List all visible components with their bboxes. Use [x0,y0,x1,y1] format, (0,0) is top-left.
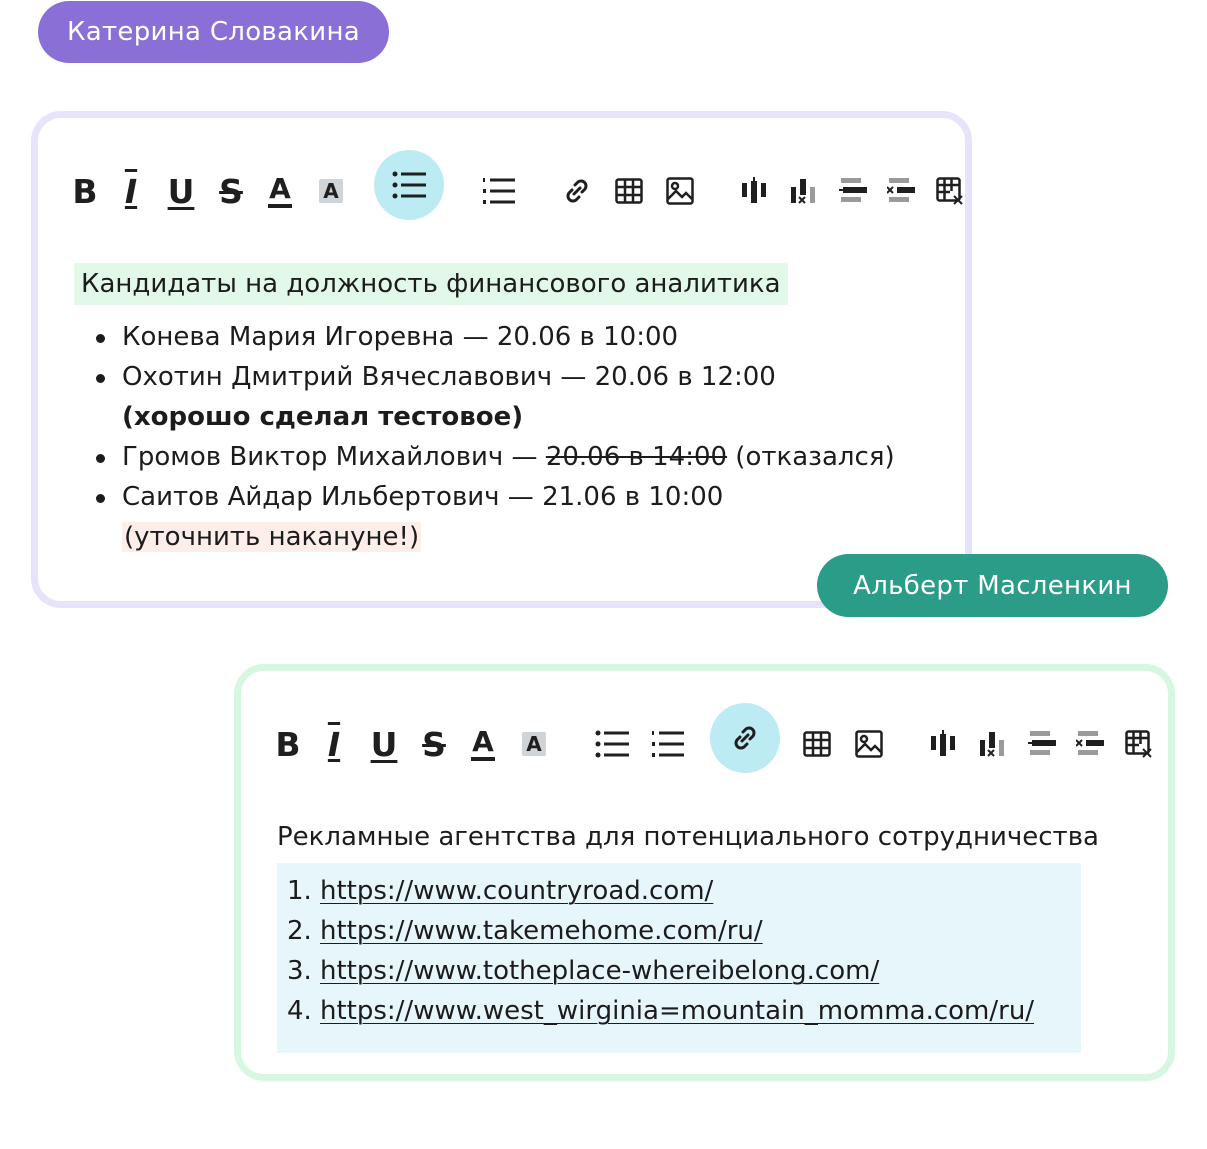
agency-link[interactable]: https://www.west_wirginia=mountain_momma… [320,996,1035,1026]
delete-row-icon [887,178,915,202]
user-tag-first: Катерина Словакина [38,1,389,63]
highlight-icon: A [522,732,546,756]
insert-row-button[interactable] [820,158,886,224]
candidate-list: Конева Мария Игоревна — 20.06 в 10:00 Ох… [74,317,895,557]
bulleted-list-button[interactable] [579,711,645,777]
list-heading: Рекламные агентства для потенциального с… [277,822,1099,852]
list-item: Конева Мария Игоревна — 20.06 в 10:00 [74,317,895,357]
user-tag-second: Альберт Масленкин [817,554,1168,617]
underline-button[interactable]: U [148,158,214,224]
link-icon [734,726,756,750]
table-button[interactable] [596,158,662,224]
italic-button[interactable]: I [301,711,367,777]
list-item: 2.https://www.takemehome.com/ru/ [287,916,763,946]
image-icon [666,177,694,205]
list-heading: Кандидаты на должность финансового анали… [74,263,788,305]
underline-icon: U [370,724,398,764]
italic-icon: I [327,724,341,764]
delete-table-icon [936,177,963,205]
highlight-button[interactable]: A [298,158,364,224]
text-color-button[interactable]: A [247,158,313,224]
image-icon [855,730,883,758]
insert-row-button[interactable] [1009,711,1075,777]
editor-content[interactable]: Кандидаты на должность финансового анали… [74,263,895,557]
image-button[interactable] [647,158,713,224]
strikethrough-button[interactable]: S [198,158,264,224]
editor-card-agencies: B I U S A A [234,664,1175,1081]
delete-table-button[interactable] [917,158,983,224]
highlighted-note: (уточнить накануне!) [122,522,422,552]
bold-note: (хорошо сделал тестовое) [122,402,524,432]
link-button[interactable] [710,703,780,773]
editor-card-candidates: B I U S A A [31,111,972,608]
list-item: Охотин Дмитрий Вячеславович — 20.06 в 12… [74,357,895,437]
list-item: Саитов Айдар Ильбертович — 21.06 в 10:00… [74,477,895,557]
text-color-icon: A [471,727,495,761]
table-icon [803,731,831,757]
list-item: 4.https://www.west_wirginia=mountain_mom… [287,996,1035,1026]
numbered-list-icon [652,731,684,757]
list-item: 1.https://www.countryroad.com/ [287,876,714,906]
strikethrough-icon: S [422,724,446,764]
numbered-list-button[interactable] [635,711,701,777]
delete-table-icon [1125,730,1152,758]
bold-icon: B [275,724,301,764]
bulleted-list-button[interactable] [374,150,444,220]
delete-column-button[interactable] [961,711,1027,777]
insert-column-button[interactable] [912,711,978,777]
list-item: 3.https://www.totheplace-whereibelong.co… [287,956,880,986]
delete-table-button[interactable] [1106,711,1172,777]
delete-column-button[interactable] [772,158,838,224]
underline-button[interactable]: U [351,711,417,777]
italic-icon: I [124,171,138,211]
bold-button[interactable]: B [255,711,321,777]
link-button[interactable] [544,158,610,224]
delete-row-icon [1076,731,1104,755]
table-button[interactable] [784,711,850,777]
agency-link[interactable]: https://www.countryroad.com/ [320,876,714,906]
text-color-icon: A [268,174,292,208]
highlight-icon: A [319,179,343,203]
insert-row-icon [839,178,867,202]
numbered-list-button[interactable] [466,158,532,224]
editor-toolbar: B I U S A A [273,703,1153,781]
underline-icon: U [167,171,195,211]
delete-row-button[interactable] [868,158,934,224]
highlight-button[interactable]: A [501,711,567,777]
list-item: Громов Виктор Михайлович — 20.06 в 14:00… [74,437,895,477]
editor-content[interactable]: Рекламные агентства для потенциального с… [277,817,1099,1053]
insert-column-icon [931,730,955,756]
agency-link-list: 1.https://www.countryroad.com/ 2.https:/… [277,863,1081,1053]
strikethrough-icon: S [219,171,243,211]
text-color-button[interactable]: A [450,711,516,777]
insert-row-icon [1028,731,1056,755]
bulleted-list-icon [392,171,426,199]
italic-button[interactable]: I [98,158,164,224]
bold-button[interactable]: B [52,158,118,224]
insert-column-button[interactable] [723,158,789,224]
strikethrough-button[interactable]: S [401,711,467,777]
delete-column-icon [791,179,815,204]
agency-link[interactable]: https://www.takemehome.com/ru/ [320,916,763,946]
struck-time: 20.06 в 14:00 [545,442,728,472]
bold-icon: B [72,171,98,211]
agency-link[interactable]: https://www.totheplace-whereibelong.com/ [320,956,880,986]
link-icon [566,179,588,203]
delete-row-button[interactable] [1057,711,1123,777]
delete-column-icon [980,732,1004,757]
image-button[interactable] [836,711,902,777]
editor-toolbar: B I U S A A [70,150,963,228]
numbered-list-icon [483,178,515,204]
table-icon [615,178,643,204]
bulleted-list-icon [595,730,629,758]
insert-column-icon [742,177,766,203]
